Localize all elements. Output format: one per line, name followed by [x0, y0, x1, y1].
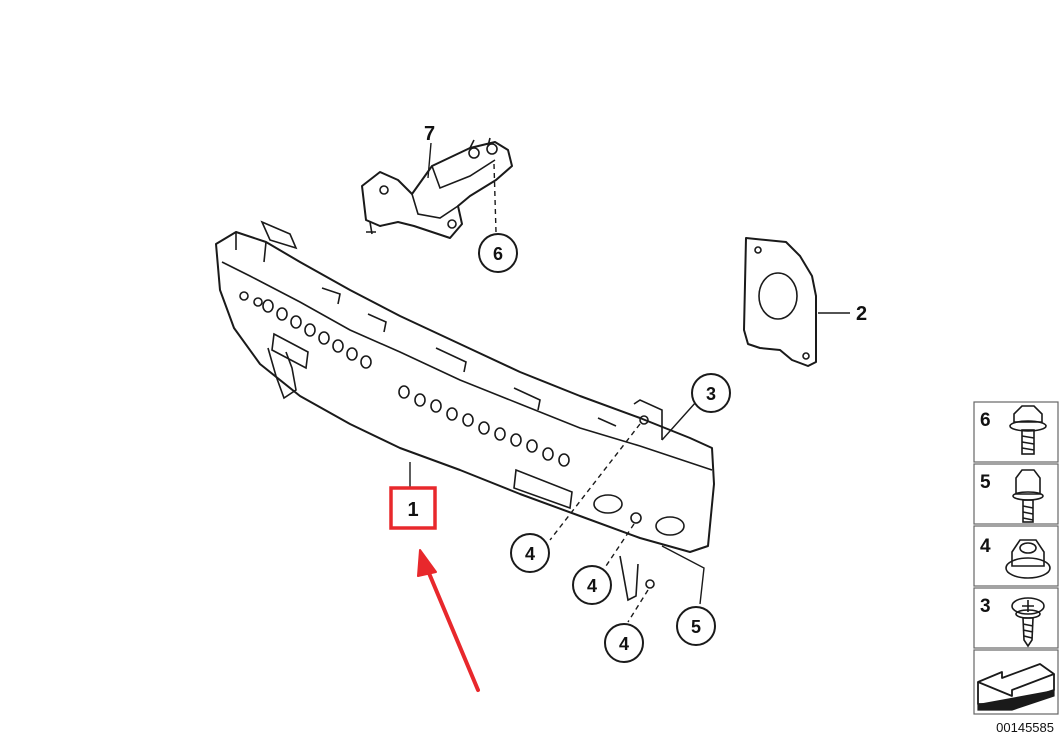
legend-label-3: 3 — [980, 596, 991, 617]
bumper-carrier-part-1[interactable] — [215, 220, 715, 602]
fastener-legend: 6 5 4 — [973, 401, 1059, 735]
callout-4-c: 4 — [604, 623, 644, 663]
plate-part-2[interactable] — [743, 237, 817, 367]
highlight-box — [389, 486, 437, 530]
legend-label-5: 5 — [980, 472, 991, 493]
legend-item-3[interactable]: 3 — [980, 596, 1045, 648]
legend-label-6: 6 — [980, 410, 991, 431]
callout-4-b-label: 4 — [587, 576, 597, 596]
legend-label-4: 4 — [980, 536, 991, 557]
flange-bolt-icon — [1009, 405, 1047, 455]
catalog-number: 00145585 — [996, 720, 1054, 735]
screw-washer-icon — [1011, 597, 1045, 648]
callout-7: 7 — [424, 123, 435, 145]
legend-item-6[interactable]: 6 — [980, 405, 1047, 455]
callout-3: 3 — [691, 373, 731, 413]
callout-2: 2 — [856, 303, 867, 325]
callout-4-b: 4 — [572, 565, 612, 605]
callout-4-a-label: 4 — [525, 544, 535, 564]
callout-5: 5 — [676, 606, 716, 646]
hex-bolt-icon — [1012, 469, 1044, 523]
callout-4-c-label: 4 — [619, 634, 629, 654]
callout-7-label: 7 — [424, 123, 435, 145]
legend-item-4[interactable]: 4 — [980, 536, 1051, 579]
carrier-hole-row — [262, 299, 570, 467]
legend-item-5[interactable]: 5 — [980, 469, 1044, 523]
bracket-part-7[interactable] — [361, 137, 513, 239]
callout-1-label: 1 — [407, 499, 418, 521]
callout-6-label: 6 — [493, 244, 503, 264]
red-arrow-icon — [417, 549, 480, 692]
callout-5-label: 5 — [691, 617, 701, 637]
callout-1-highlighted[interactable]: 1 — [389, 486, 437, 530]
callout-6: 6 — [478, 233, 518, 273]
callout-3-label: 3 — [706, 384, 716, 404]
callout-4-a: 4 — [510, 533, 550, 573]
leader-lines — [409, 142, 850, 623]
callout-2-label: 2 — [856, 303, 867, 325]
front-direction-arrow-icon — [977, 663, 1055, 711]
flange-nut-icon — [1005, 539, 1051, 579]
